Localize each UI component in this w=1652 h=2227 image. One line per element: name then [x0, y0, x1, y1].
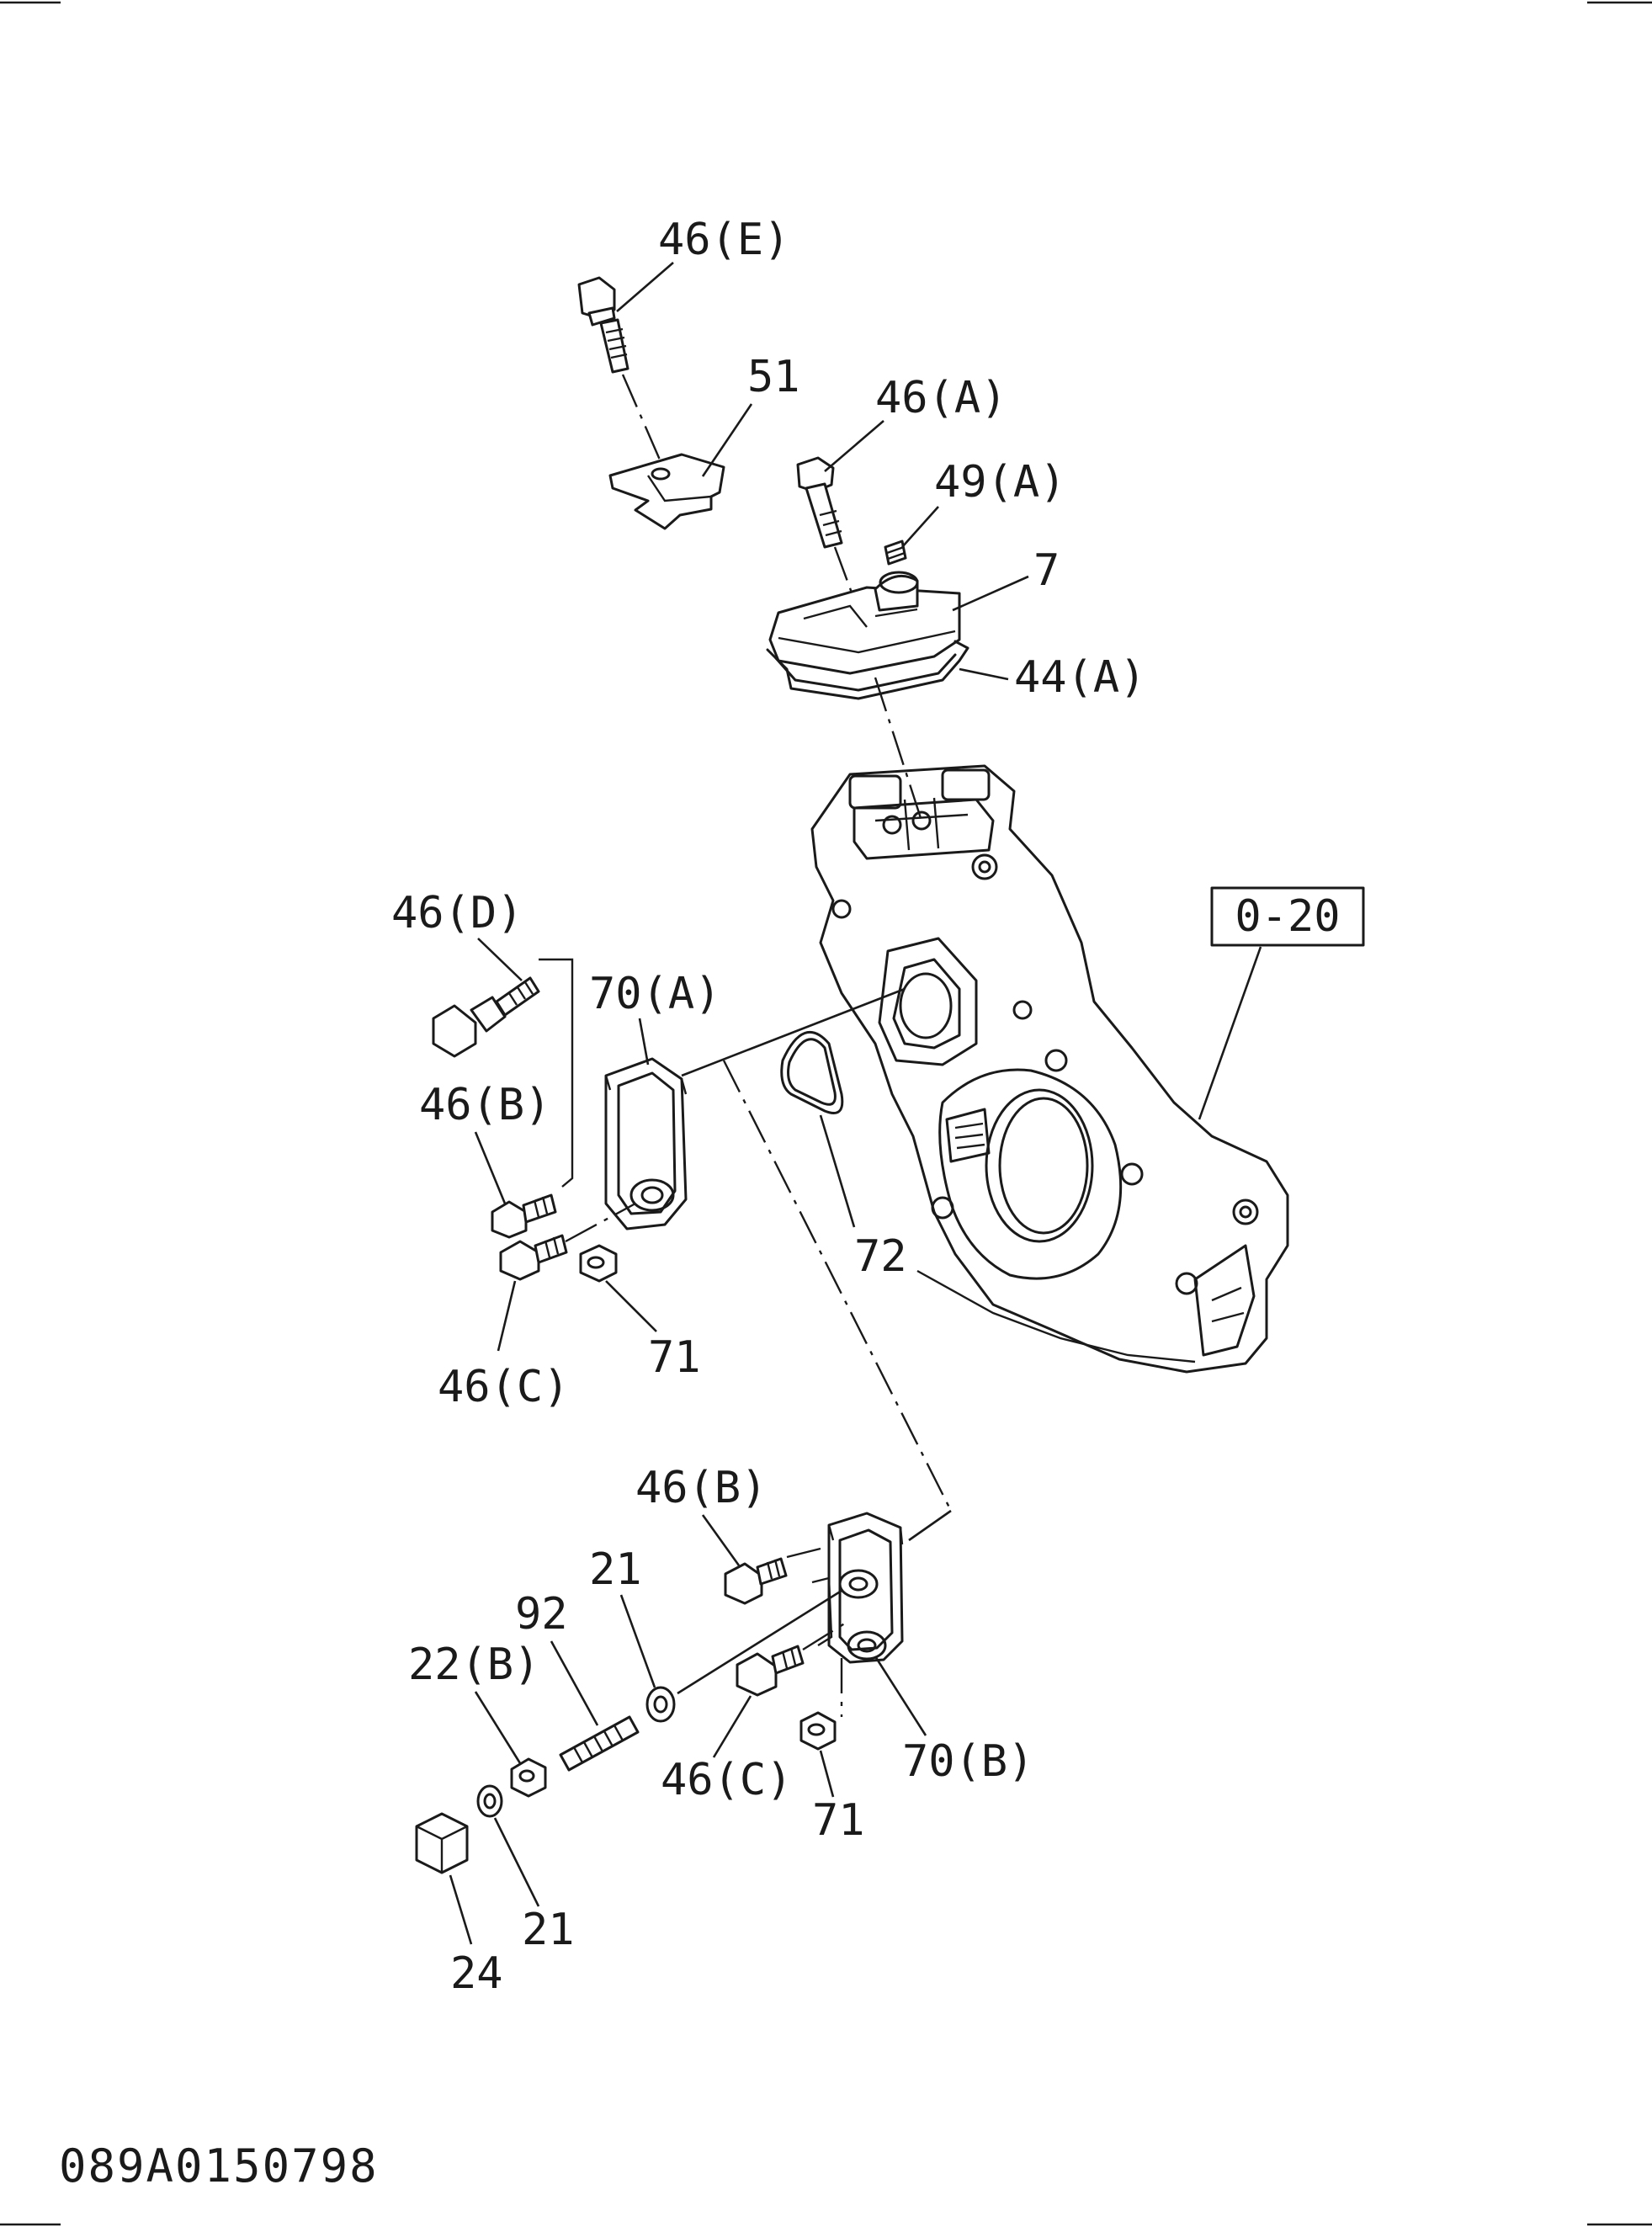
bolt-46d [432, 976, 540, 1058]
label-72: 72 [854, 1231, 907, 1282]
bracket-51 [608, 453, 725, 530]
label-71-top: 71 [648, 1332, 701, 1383]
label-46b-top: 46(B) [419, 1080, 551, 1130]
label-46d: 46(D) [391, 888, 523, 938]
diagram-code: 089A0150798 [59, 2139, 379, 2192]
front-cover-housing [810, 764, 1289, 1374]
washer-21-top [645, 1686, 676, 1723]
label-46b-bottom: 46(B) [635, 1463, 768, 1513]
label-24: 24 [450, 1948, 503, 1999]
bolt-46c-top [499, 1234, 568, 1281]
flange-70b [811, 1512, 904, 1664]
label-7: 7 [1033, 545, 1060, 596]
label-22b: 22(B) [408, 1640, 540, 1690]
bolt-46e [577, 276, 667, 472]
label-46e: 46(E) [658, 215, 790, 265]
label-49a: 49(A) [934, 457, 1066, 508]
bolt-46c-bottom [736, 1645, 805, 1697]
label-46c-top: 46(C) [438, 1362, 570, 1412]
label-92: 92 [515, 1589, 568, 1640]
label-70a: 70(A) [589, 969, 721, 1019]
cap-nut-24 [415, 1812, 469, 1874]
oring-72 [780, 1030, 844, 1114]
cover-7 [768, 571, 961, 675]
flange-70a [604, 1057, 688, 1230]
label-44a: 44(A) [1014, 652, 1146, 703]
bolt-46a [796, 456, 877, 657]
label-21-top: 21 [589, 1544, 642, 1595]
bolt-46b-bottom [724, 1557, 788, 1605]
washer-21-bottom [476, 1784, 503, 1818]
label-46c-bottom: 46(C) [661, 1755, 793, 1805]
label-51: 51 [747, 352, 800, 402]
nut-22b [510, 1757, 547, 1798]
reference-box: 0-20 [1198, 886, 1365, 1120]
collar-71-top [579, 1244, 618, 1283]
label-21-bottom: 21 [522, 1905, 575, 1955]
plug-49a [884, 539, 907, 566]
label-70b: 70(B) [902, 1736, 1034, 1787]
stud-92 [559, 1715, 640, 1772]
gasket-44a [766, 640, 969, 700]
bolt-46b-top [491, 1193, 557, 1239]
label-46a: 46(A) [875, 373, 1007, 423]
reference-box-label: 0-20 [1235, 891, 1340, 942]
collar-71-bottom [799, 1711, 837, 1751]
label-71-bottom: 71 [812, 1795, 865, 1846]
